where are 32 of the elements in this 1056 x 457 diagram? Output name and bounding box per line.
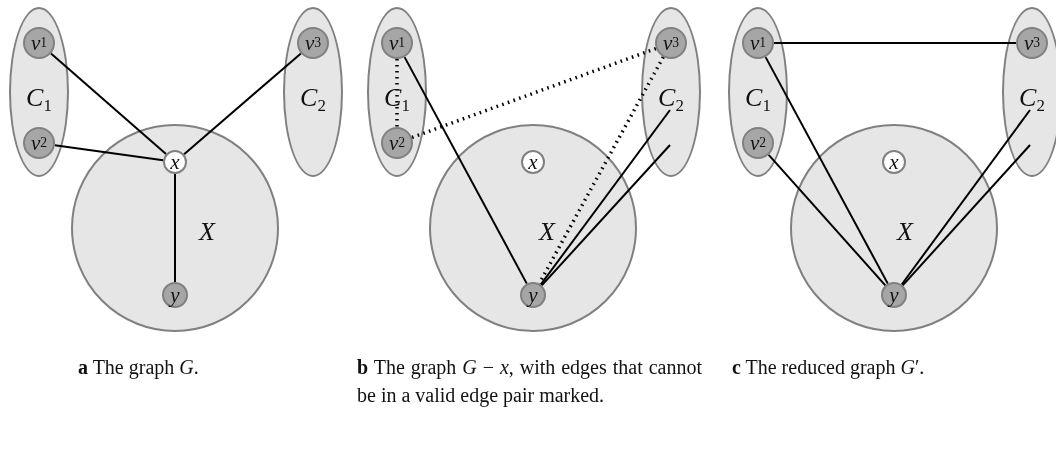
dashed-edge — [395, 59, 399, 127]
set-label: C$_{1}$ — [384, 85, 410, 115]
edge-line — [764, 56, 889, 285]
set-label: C$_{2}$ — [658, 85, 684, 115]
set-label: C$_{1}$ — [26, 85, 52, 115]
edge-line — [403, 56, 528, 285]
dashed-edge — [411, 46, 657, 140]
edge-line — [53, 144, 165, 162]
edge-line — [901, 144, 1031, 287]
set-label: C$_{2}$ — [300, 85, 326, 115]
edge-line — [900, 109, 1031, 286]
vertex-circle: x — [882, 150, 906, 174]
set-label: C$_{1}$ — [745, 85, 771, 115]
vertex-circle: x — [521, 150, 545, 174]
edge-line — [540, 144, 671, 287]
subfigure-caption: b The graph G − x, with edges that cannot be in a valid edge pair marked. — [357, 355, 702, 409]
edge-line — [50, 52, 167, 156]
set-label: X — [199, 219, 215, 245]
set-label: X — [897, 219, 913, 245]
subfigure-caption: c The reduced graph G′. — [732, 355, 926, 381]
edge-line — [773, 42, 1017, 44]
vertex-circle: y — [520, 282, 546, 308]
set-label: C$_{2}$ — [1019, 85, 1045, 115]
vertex-circle: y — [881, 282, 907, 308]
vertex-circle: y — [162, 282, 188, 308]
subfigure-caption: a The graph G. — [78, 355, 200, 381]
edge-line — [183, 52, 302, 156]
edge-line — [174, 173, 176, 283]
set-label: X — [539, 219, 555, 245]
edge-line — [539, 109, 671, 286]
edge-line — [767, 153, 887, 287]
vertex-circle: x — [163, 150, 187, 174]
